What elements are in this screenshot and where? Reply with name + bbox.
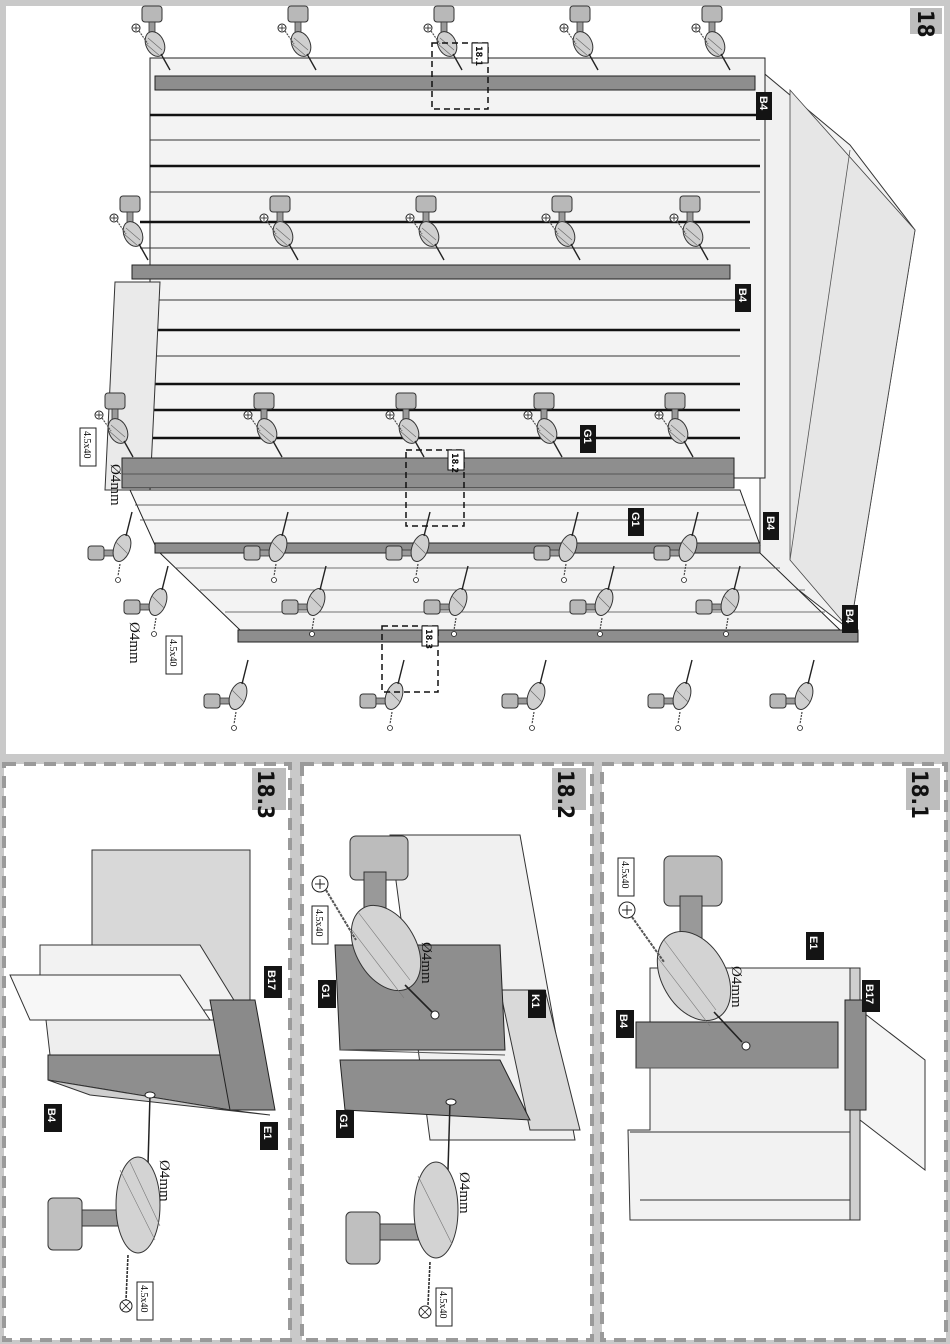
screw-spec-main-1: 4.5x40 bbox=[80, 428, 96, 466]
svg-text:G1: G1 bbox=[319, 984, 331, 999]
inset-18-2-tag-g1-bottom: G1 bbox=[336, 1110, 354, 1138]
callout-label-18-3: 18.3 bbox=[423, 629, 433, 649]
inset-18-3-number: 18.3 bbox=[252, 770, 277, 819]
rail-b4-top bbox=[155, 76, 755, 90]
inset-18-2-screw-spec-top: 4.5x40 bbox=[312, 906, 328, 944]
inset-18-1-screw-spec: 4.5x40 bbox=[618, 858, 634, 896]
callout-label-18-1: 18.1 bbox=[473, 46, 483, 66]
svg-text:4.5x40: 4.5x40 bbox=[437, 1291, 448, 1319]
svg-text:G1: G1 bbox=[629, 512, 641, 527]
svg-text:B4: B4 bbox=[843, 609, 855, 624]
inset-18-1-tag-b17: B17 bbox=[862, 980, 880, 1012]
tag-g1-2: G1 bbox=[628, 508, 644, 536]
inset-18-1-tag-e1: E1 bbox=[806, 932, 824, 960]
svg-text:G1: G1 bbox=[581, 429, 593, 444]
rail-g1 bbox=[122, 458, 734, 488]
inset-18-2-tag-g1-top: G1 bbox=[318, 980, 336, 1008]
inset-18-3-tag-b4: B4 bbox=[44, 1104, 62, 1132]
svg-text:4.5x40: 4.5x40 bbox=[313, 909, 324, 937]
screw-spec-main-2: 4.5x40 bbox=[166, 636, 182, 674]
svg-text:4.5x40: 4.5x40 bbox=[167, 639, 178, 667]
svg-text:B4: B4 bbox=[757, 96, 769, 111]
svg-text:B17: B17 bbox=[863, 984, 875, 1004]
step-number-main: 18 bbox=[912, 10, 937, 38]
tag-b4-3: B4 bbox=[763, 512, 779, 540]
svg-text:B4: B4 bbox=[764, 516, 776, 531]
drill-spec-main-2: Ø4mm bbox=[126, 622, 142, 664]
callout-label-18-2: 18.2 bbox=[449, 453, 459, 473]
inset-18-3-drill-spec: Ø4mm bbox=[156, 1160, 172, 1202]
tag-b4-1: B4 bbox=[756, 92, 772, 120]
svg-text:K1: K1 bbox=[529, 994, 541, 1008]
svg-text:E1: E1 bbox=[261, 1126, 273, 1139]
tag-b4-4: B4 bbox=[842, 605, 858, 633]
svg-text:B17: B17 bbox=[265, 970, 277, 990]
drill-spec-main-1: Ø4mm bbox=[107, 464, 123, 506]
tag-b4-2: B4 bbox=[735, 284, 751, 312]
inset-18-3-screw-spec: 4.5x40 bbox=[137, 1282, 153, 1320]
svg-text:G1: G1 bbox=[337, 1114, 349, 1129]
svg-text:B4: B4 bbox=[45, 1108, 57, 1123]
svg-text:B4: B4 bbox=[736, 288, 748, 303]
inset-18-2-drill-spec-top: Ø4mm bbox=[418, 942, 434, 984]
inset-18-1-drill-spec: Ø4mm bbox=[728, 966, 744, 1008]
inset-18-1-number: 18.1 bbox=[906, 770, 931, 819]
svg-text:B4: B4 bbox=[617, 1014, 629, 1029]
inset-18-3-tag-b17: B17 bbox=[264, 966, 282, 998]
inset-18-3-tag-e1: E1 bbox=[260, 1122, 278, 1150]
inset-18-2-drill-spec-bottom: Ø4mm bbox=[456, 1172, 472, 1214]
svg-text:4.5x40: 4.5x40 bbox=[619, 861, 630, 889]
svg-text:4.5x40: 4.5x40 bbox=[138, 1285, 149, 1313]
rail-b4-mid bbox=[132, 265, 730, 279]
inset-18-2-tag-k1: K1 bbox=[528, 990, 546, 1018]
inset-18-2-number: 18.2 bbox=[552, 770, 577, 819]
inset-18-2-screw-spec-bottom: 4.5x40 bbox=[436, 1288, 452, 1326]
board-stack-lower bbox=[130, 490, 858, 642]
svg-text:4.5x40: 4.5x40 bbox=[81, 431, 92, 459]
tag-g1-1: G1 bbox=[580, 425, 596, 453]
inset-18-1-tag-b4: B4 bbox=[616, 1010, 634, 1038]
svg-text:E1: E1 bbox=[807, 936, 819, 949]
